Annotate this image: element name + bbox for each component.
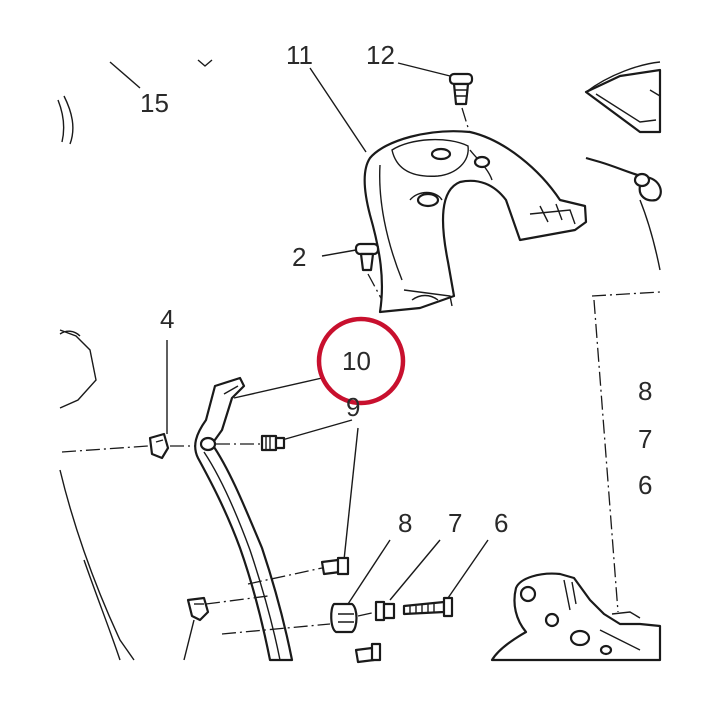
callout-9: 9	[346, 392, 360, 422]
callout-12: 12	[366, 40, 395, 70]
axis-right	[591, 291, 661, 297]
axis-2	[367, 273, 383, 301]
right-upper-assembly	[584, 61, 662, 271]
leader-10	[233, 377, 323, 399]
part-4-clip	[148, 432, 170, 460]
left-fairing-fragment	[59, 329, 135, 661]
part-9-screw-lower	[320, 556, 350, 576]
part-8-grommet	[330, 602, 358, 634]
axis-bolt	[357, 611, 377, 617]
callout-8: 8	[398, 508, 412, 538]
part-9-screw-upper	[260, 434, 286, 452]
callout-10: 10	[342, 346, 371, 376]
callout-15: 15	[140, 88, 169, 118]
leader-15	[109, 61, 141, 89]
leader-11	[309, 67, 367, 153]
leader-12	[397, 62, 451, 77]
leader-7	[389, 539, 441, 601]
part-2-screw	[354, 242, 380, 272]
axis-clip-lower	[205, 595, 269, 605]
part-fragment-top	[197, 59, 213, 67]
leader-clip-lower	[183, 619, 195, 661]
axis-right-vertical	[593, 299, 619, 613]
part-9-screw-bottom	[354, 642, 382, 664]
callout-11: 11	[286, 40, 313, 70]
part-7-spacer	[374, 600, 396, 622]
part-10-support-arm	[194, 376, 294, 662]
callout-right-6: 6	[638, 470, 652, 500]
axis-4	[61, 445, 149, 453]
axis-lower-mid	[221, 623, 331, 635]
part-6-bolt	[402, 596, 454, 618]
callout-right-8: 8	[638, 376, 652, 406]
part-15-fragment	[57, 95, 74, 145]
part-12-screw	[448, 72, 474, 106]
leader-6	[447, 539, 489, 599]
frame-fragment	[490, 572, 662, 662]
callout-7: 7	[448, 508, 462, 538]
callout-6: 6	[494, 508, 508, 538]
highlight-circle	[316, 316, 406, 406]
leader-8	[347, 539, 391, 605]
callout-2: 2	[292, 242, 306, 272]
leader-9b	[343, 427, 359, 561]
part-11-bracket	[363, 130, 588, 314]
callout-right-7: 7	[638, 424, 652, 454]
axis-9b	[247, 567, 323, 585]
leader-9a	[281, 419, 353, 441]
callout-4: 4	[160, 304, 174, 334]
clip-lower-left	[186, 596, 210, 622]
leader-2	[321, 249, 357, 257]
